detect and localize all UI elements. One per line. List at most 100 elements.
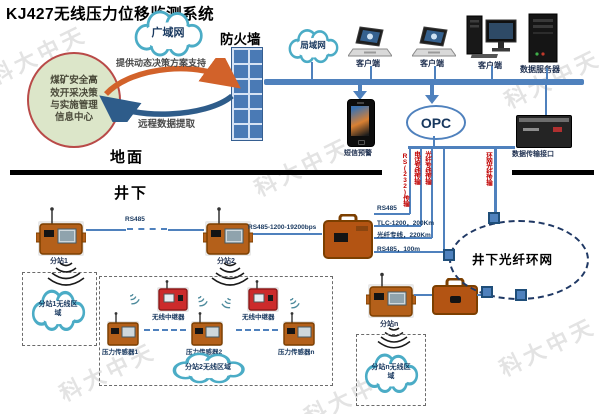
watermark: 科大中天: [495, 313, 600, 382]
arrow-stem: [358, 85, 362, 92]
substation-device-icon: [36, 207, 86, 256]
channel-label: 光纤专线，220Km: [377, 232, 431, 239]
interface-case-icon: [323, 214, 373, 259]
ring-node: [481, 286, 493, 298]
zone-dashed-box: [99, 276, 333, 386]
ring-node: [515, 289, 527, 301]
wireless-signal-icon: [47, 262, 85, 286]
wan-cloud-label: 广域网: [151, 27, 185, 39]
lan-cloud-icon: 局域网: [284, 26, 342, 64]
sensor-dash-line: [236, 329, 278, 331]
info-center-line: 与实施管理: [50, 100, 98, 111]
stem-line: [546, 68, 548, 80]
firewall-label: 防火墙: [220, 32, 261, 47]
zone-cloud-label: 分站1无线区域: [38, 300, 78, 317]
wifi-ripple-icon: [221, 297, 231, 309]
ground-line: [512, 170, 594, 175]
channel-line: [374, 213, 410, 215]
substation-label: 分站2: [217, 258, 235, 265]
wireless-repeater-icon: [247, 280, 279, 312]
rs485-line-dashed: [127, 228, 167, 230]
zone-cloud-label: 分站n无线区域: [371, 363, 411, 380]
stem-line: [370, 66, 372, 80]
sensor-label: 压力传感器n: [278, 349, 315, 356]
pressure-sensor-icon: [191, 312, 223, 346]
sensor-label: 压力传感器2: [186, 349, 223, 356]
zone-dashed-box: [356, 334, 426, 406]
substation-label: 分站1: [50, 258, 68, 265]
connector-line: [408, 146, 515, 149]
riser-line: [420, 148, 422, 226]
channel-label: RS485，100m: [377, 246, 420, 253]
phone-label: 短信预警: [344, 150, 372, 157]
ring-interface-case-icon: [432, 278, 478, 315]
stem-line: [434, 66, 436, 80]
riser-line: [431, 148, 433, 238]
wifi-ripple-icon: [289, 297, 300, 309]
wan-cloud-icon: 广域网: [128, 6, 208, 58]
info-center-line: 煤矿安全高: [50, 75, 98, 87]
repeater-label: 无线中继器: [152, 314, 185, 321]
riser-label: 环网光纤传输: [484, 152, 492, 185]
wifi-ripple-icon: [197, 295, 208, 307]
transfer-interface-label: 数据传输接口: [512, 151, 554, 158]
lan-stem-line: [311, 62, 313, 79]
sensor-label: 压力传感器1: [102, 349, 139, 356]
repeater-label: 无线中继器: [242, 314, 275, 321]
laptop-icon: [412, 26, 456, 57]
riser-label: 电话专线传输: [412, 151, 420, 184]
rs485-line: [168, 229, 204, 231]
riser-line: [409, 148, 411, 214]
info-center-line: 信息中心: [54, 112, 93, 124]
channel-line: [374, 237, 432, 239]
tower-server-icon: [528, 13, 558, 63]
zone-cloud-icon: 分站2无线区域: [166, 350, 250, 384]
rs485-bus-line: [253, 233, 322, 235]
arrow-bottom-label: 远程数据提取: [138, 119, 196, 130]
sensor-dash-line: [144, 329, 186, 331]
ground-line: [10, 170, 382, 175]
pressure-sensor-icon: [107, 312, 139, 346]
wireless-repeater-icon: [157, 280, 189, 312]
ground-label: 地面: [110, 149, 145, 166]
rs485-bus-label: RS485-1200-19200bps: [248, 224, 317, 231]
info-center-line: 效开采决策: [50, 87, 98, 99]
zone-cloud-icon: 分站1无线区域: [27, 286, 89, 332]
watermark: 科大中天: [250, 133, 355, 202]
wireless-signal-icon: [211, 262, 249, 286]
zone-dashed-box: [22, 272, 97, 346]
wireless-signal-icon: [377, 327, 411, 349]
substation-device-icon: [366, 272, 416, 318]
wifi-ripple-icon: [129, 293, 140, 305]
device-stem-line: [545, 85, 547, 115]
channel-line: [374, 225, 421, 227]
channel-label: RS485: [377, 205, 397, 212]
arrow-stem: [430, 85, 434, 96]
client-label: 客户端: [478, 61, 502, 70]
lan-cloud-label: 局域网: [300, 40, 326, 50]
fiber-ring-label: 井下光纤环网: [472, 253, 554, 267]
ring-riser-line: [494, 148, 497, 218]
channel-label: TLC-1200，200Km: [377, 220, 435, 227]
laptop-icon: [348, 26, 392, 57]
opc-node: OPC: [406, 105, 466, 140]
substation-label: 分站n: [380, 321, 399, 328]
smartphone-icon: [347, 99, 375, 147]
ring-node: [443, 249, 455, 261]
opc-drop-line: [433, 136, 435, 147]
desktop-computer-icon: [466, 15, 517, 58]
rs485-label: RS485: [125, 216, 145, 223]
network-bus-line: [264, 79, 584, 85]
stem-line: [491, 66, 493, 80]
down-arrow-icon: [353, 91, 367, 100]
channel-line: [374, 251, 444, 253]
pressure-sensor-icon: [283, 312, 315, 346]
zone-cloud-icon: 分站n无线区域: [360, 350, 422, 394]
down-arrow-icon: [425, 95, 439, 104]
transfer-interface-device-icon: [516, 115, 572, 148]
ring-node: [488, 212, 500, 224]
riser-line: [443, 148, 445, 254]
client-label: 客户端: [420, 59, 444, 68]
riser-label: RS(232)传输: [401, 153, 409, 206]
